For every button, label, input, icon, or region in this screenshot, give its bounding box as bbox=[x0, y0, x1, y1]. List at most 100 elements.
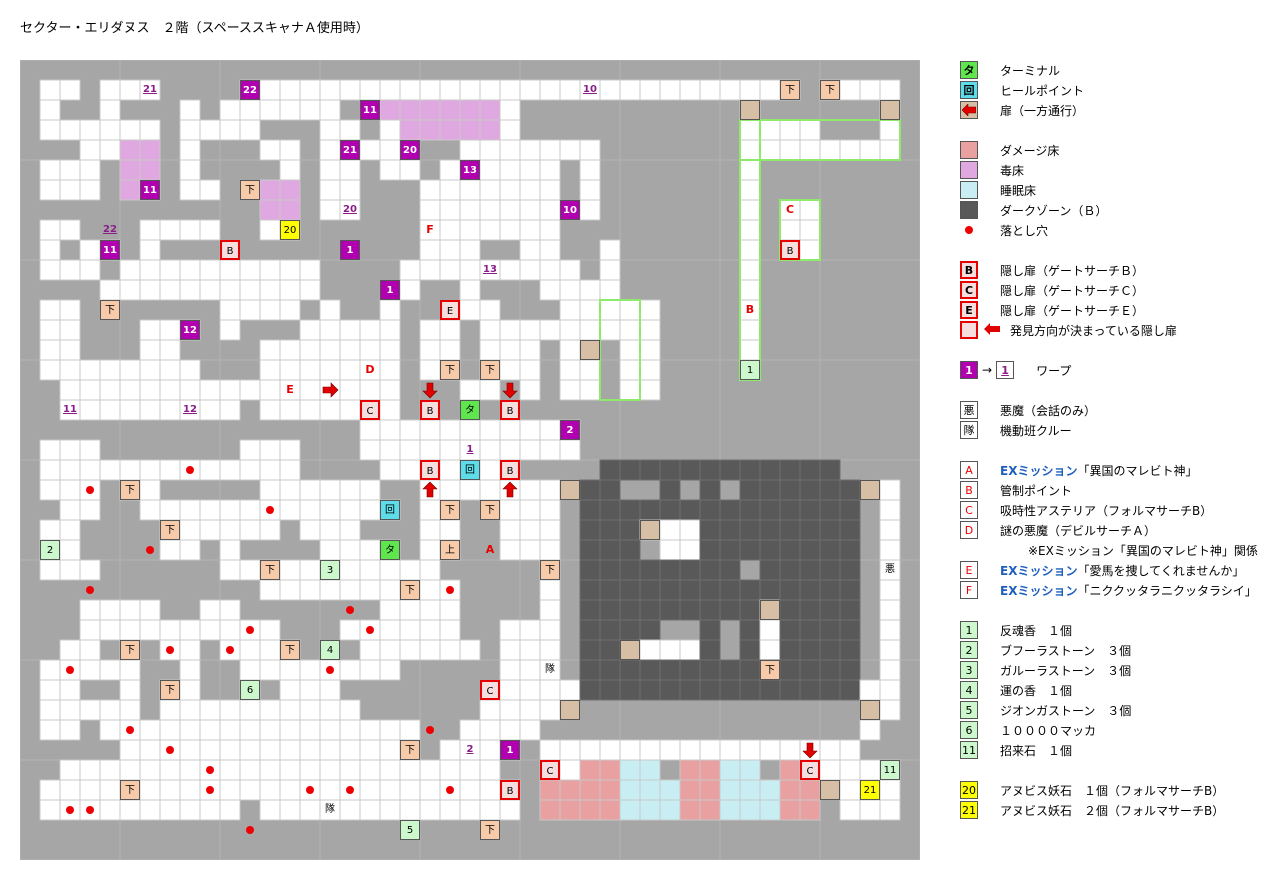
dark-zone-cell bbox=[759, 579, 781, 601]
floor-cell bbox=[519, 539, 541, 561]
floor-cell bbox=[459, 219, 481, 241]
legend-crew: 隊 機動班クルー bbox=[960, 420, 1072, 440]
hidden-door: E bbox=[440, 300, 460, 320]
floor-cell bbox=[79, 699, 101, 721]
floor-cell bbox=[519, 379, 541, 401]
floor-cell bbox=[739, 199, 761, 221]
dark-zone-cell bbox=[759, 559, 781, 581]
dark-zone-cell bbox=[599, 539, 621, 561]
dark-zone-cell bbox=[799, 479, 821, 501]
floor-cell bbox=[219, 299, 241, 321]
floor-cell bbox=[699, 759, 721, 781]
dark-zone-cell bbox=[619, 559, 641, 581]
floor-cell bbox=[439, 259, 461, 281]
floor-cell bbox=[779, 119, 801, 141]
floor-cell bbox=[459, 99, 481, 121]
floor-cell bbox=[759, 739, 781, 761]
floor-cell bbox=[199, 119, 221, 141]
floor-cell bbox=[219, 779, 241, 801]
floor-cell bbox=[139, 239, 161, 261]
floor-cell bbox=[739, 779, 761, 801]
floor-cell bbox=[199, 799, 221, 821]
floor-cell bbox=[159, 779, 181, 801]
floor-cell bbox=[59, 479, 81, 501]
floor-cell bbox=[59, 539, 81, 561]
floor-cell bbox=[39, 219, 61, 241]
floor-cell bbox=[839, 779, 861, 801]
dark-zone-cell bbox=[799, 619, 821, 641]
floor-cell bbox=[619, 319, 641, 341]
dark-zone-cell bbox=[819, 639, 841, 661]
dark-zone-cell bbox=[799, 499, 821, 521]
warp-point: 20 bbox=[400, 140, 420, 160]
floor-cell bbox=[779, 139, 801, 161]
floor-cell bbox=[479, 179, 501, 201]
floor-cell bbox=[819, 139, 841, 161]
floor-cell bbox=[679, 519, 701, 541]
floor-cell bbox=[539, 179, 561, 201]
floor-cell bbox=[279, 359, 301, 381]
floor-cell bbox=[879, 699, 901, 721]
floor-cell bbox=[339, 359, 361, 381]
floor-cell bbox=[319, 119, 341, 141]
floor-cell bbox=[419, 319, 441, 341]
floor-cell bbox=[159, 259, 181, 281]
dark-zone-cell bbox=[719, 599, 741, 621]
dark-zone-icon bbox=[960, 201, 978, 219]
floor-cell bbox=[439, 759, 461, 781]
floor-cell bbox=[459, 199, 481, 221]
floor-cell bbox=[479, 79, 501, 101]
floor-cell bbox=[359, 479, 381, 501]
floor-cell bbox=[479, 219, 501, 241]
floor-cell bbox=[279, 459, 301, 481]
floor-cell bbox=[179, 499, 201, 521]
floor-cell bbox=[39, 519, 61, 541]
floor-cell bbox=[239, 519, 261, 541]
floor-cell bbox=[159, 279, 181, 301]
floor-cell bbox=[399, 259, 421, 281]
floor-cell bbox=[259, 759, 281, 781]
floor-cell bbox=[319, 339, 341, 361]
floor-cell bbox=[439, 199, 461, 221]
floor-cell bbox=[679, 799, 701, 821]
dark-zone-cell bbox=[819, 519, 841, 541]
dark-zone-cell bbox=[599, 659, 621, 681]
floor-cell bbox=[359, 639, 381, 661]
floor-cell bbox=[659, 519, 681, 541]
hidden-door: C bbox=[480, 680, 500, 700]
floor-cell bbox=[79, 759, 101, 781]
floor-cell bbox=[539, 239, 561, 261]
floor-cell bbox=[159, 399, 181, 421]
pitfall-dot bbox=[66, 806, 74, 814]
floor-cell bbox=[239, 719, 261, 741]
floor-cell bbox=[319, 299, 341, 321]
floor-cell bbox=[859, 719, 881, 741]
dark-zone-cell bbox=[759, 479, 781, 501]
floor-cell bbox=[419, 599, 441, 621]
floor-cell bbox=[259, 79, 281, 101]
floor-cell bbox=[79, 159, 101, 181]
floor-cell bbox=[519, 239, 541, 261]
floor-cell bbox=[339, 739, 361, 761]
floor-cell bbox=[619, 799, 641, 821]
floor-cell bbox=[439, 599, 461, 621]
floor-cell bbox=[539, 639, 561, 661]
floor-cell bbox=[139, 79, 161, 101]
floor-cell bbox=[399, 119, 421, 141]
floor-cell bbox=[259, 139, 281, 161]
dark-zone-cell bbox=[779, 539, 801, 561]
floor-cell bbox=[879, 779, 901, 801]
floor-cell bbox=[199, 619, 221, 641]
dark-zone-cell bbox=[719, 539, 741, 561]
event-icon: B bbox=[960, 481, 978, 499]
crew-marker: 隊 bbox=[325, 804, 335, 815]
floor-cell bbox=[139, 459, 161, 481]
heal-point-marker: 回 bbox=[460, 460, 480, 480]
legend-terminal: タ ターミナル bbox=[960, 60, 1060, 80]
floor-cell bbox=[639, 339, 661, 361]
floor-cell bbox=[259, 199, 281, 221]
event-marker: B bbox=[745, 303, 755, 316]
floor-cell bbox=[319, 679, 341, 701]
floor-cell bbox=[379, 639, 401, 661]
